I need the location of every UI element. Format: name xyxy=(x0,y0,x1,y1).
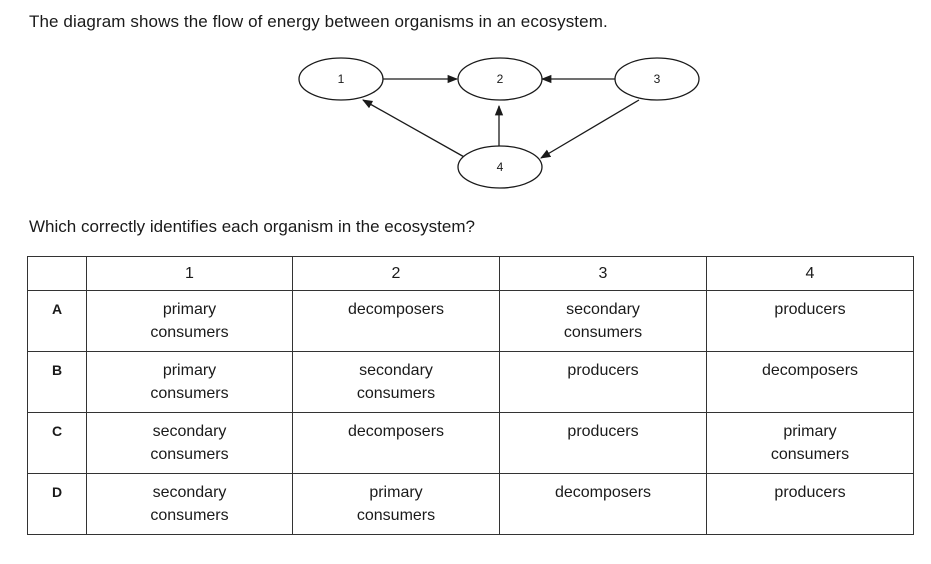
node-label-3: 3 xyxy=(654,72,661,86)
table-cell: secondary consumers xyxy=(499,290,707,352)
arrow-3-to-4 xyxy=(540,99,640,159)
question-text: Which correctly identifies each organism… xyxy=(29,217,475,236)
table-cell: decomposers xyxy=(706,351,914,413)
cell-line: primary xyxy=(369,484,423,501)
cell-line: consumers xyxy=(770,446,850,463)
cell-line: decomposers xyxy=(347,301,445,318)
header-cell-4: 4 xyxy=(706,256,914,291)
header-cell-2: 2 xyxy=(292,256,500,291)
cell-line: producers xyxy=(774,301,846,318)
cell-line: consumers xyxy=(356,385,436,402)
cell-line: decomposers xyxy=(554,484,652,501)
table-header-row: 1 2 3 4 xyxy=(27,256,914,291)
cell-line: secondary xyxy=(359,362,433,379)
option-label-b[interactable]: B xyxy=(27,351,87,413)
cell-line: primary xyxy=(162,362,217,379)
table-row[interactable]: B primary consumers secondary consumers pr… xyxy=(27,351,914,413)
table-cell: producers xyxy=(706,290,914,352)
option-label-a[interactable]: A xyxy=(27,290,87,352)
cell-line: consumers xyxy=(150,385,229,402)
option-label-d[interactable]: D xyxy=(27,473,87,535)
table-cell: secondary consumers xyxy=(86,473,293,535)
header-cell-1: 1 xyxy=(86,256,293,291)
table-cell: primary consumers xyxy=(292,473,500,535)
cell-line: producers xyxy=(774,484,846,501)
organism-node-3: 3 xyxy=(614,57,700,101)
cell-line: consumers xyxy=(356,507,436,524)
intro-text: The diagram shows the flow of energy bet… xyxy=(29,12,608,31)
cell-line: primary xyxy=(783,423,837,440)
table-cell: primary consumers xyxy=(706,412,914,474)
table-cell: secondary consumers xyxy=(86,412,293,474)
cell-line: consumers xyxy=(150,507,229,524)
table-cell: producers xyxy=(499,351,707,413)
organism-node-1: 1 xyxy=(298,57,384,101)
energy-flow-diagram: 1 2 3 4 xyxy=(298,57,700,189)
table-cell: primary consumers xyxy=(86,290,293,352)
cell-line: producers xyxy=(567,362,639,379)
organism-node-4: 4 xyxy=(457,145,543,189)
table-cell: decomposers xyxy=(292,290,500,352)
cell-line: consumers xyxy=(150,446,229,463)
cell-line: secondary xyxy=(566,301,640,318)
cell-line: decomposers xyxy=(761,362,859,379)
table-cell: producers xyxy=(706,473,914,535)
table-row[interactable]: D secondary consumers primary consumers de… xyxy=(27,473,914,535)
option-label-c[interactable]: C xyxy=(27,412,87,474)
table-cell: decomposers xyxy=(292,412,500,474)
header-cell-empty xyxy=(27,256,87,291)
cell-line: consumers xyxy=(563,324,643,341)
cell-line: secondary xyxy=(152,484,227,501)
cell-line: decomposers xyxy=(347,423,445,440)
cell-line: consumers xyxy=(150,324,229,341)
table-row[interactable]: C secondary consumers decomposers produce… xyxy=(27,412,914,474)
table-cell: secondary consumers xyxy=(292,351,500,413)
cell-line: primary xyxy=(162,301,217,318)
table-cell: primary consumers xyxy=(86,351,293,413)
organism-node-2: 2 xyxy=(457,57,543,101)
table-row[interactable]: A primary consumers decomposers secondary… xyxy=(27,290,914,352)
table-cell: producers xyxy=(499,412,707,474)
cell-line: secondary xyxy=(152,423,227,440)
header-cell-3: 3 xyxy=(499,256,707,291)
node-label-1: 1 xyxy=(338,72,345,86)
answer-options-table: 1 2 3 4 A primary consumers decomposers s… xyxy=(27,256,914,535)
cell-line: producers xyxy=(567,423,639,440)
node-label-2: 2 xyxy=(497,72,504,86)
arrow-4-to-1 xyxy=(362,99,467,159)
table-cell: decomposers xyxy=(499,473,707,535)
node-label-4: 4 xyxy=(497,160,504,174)
